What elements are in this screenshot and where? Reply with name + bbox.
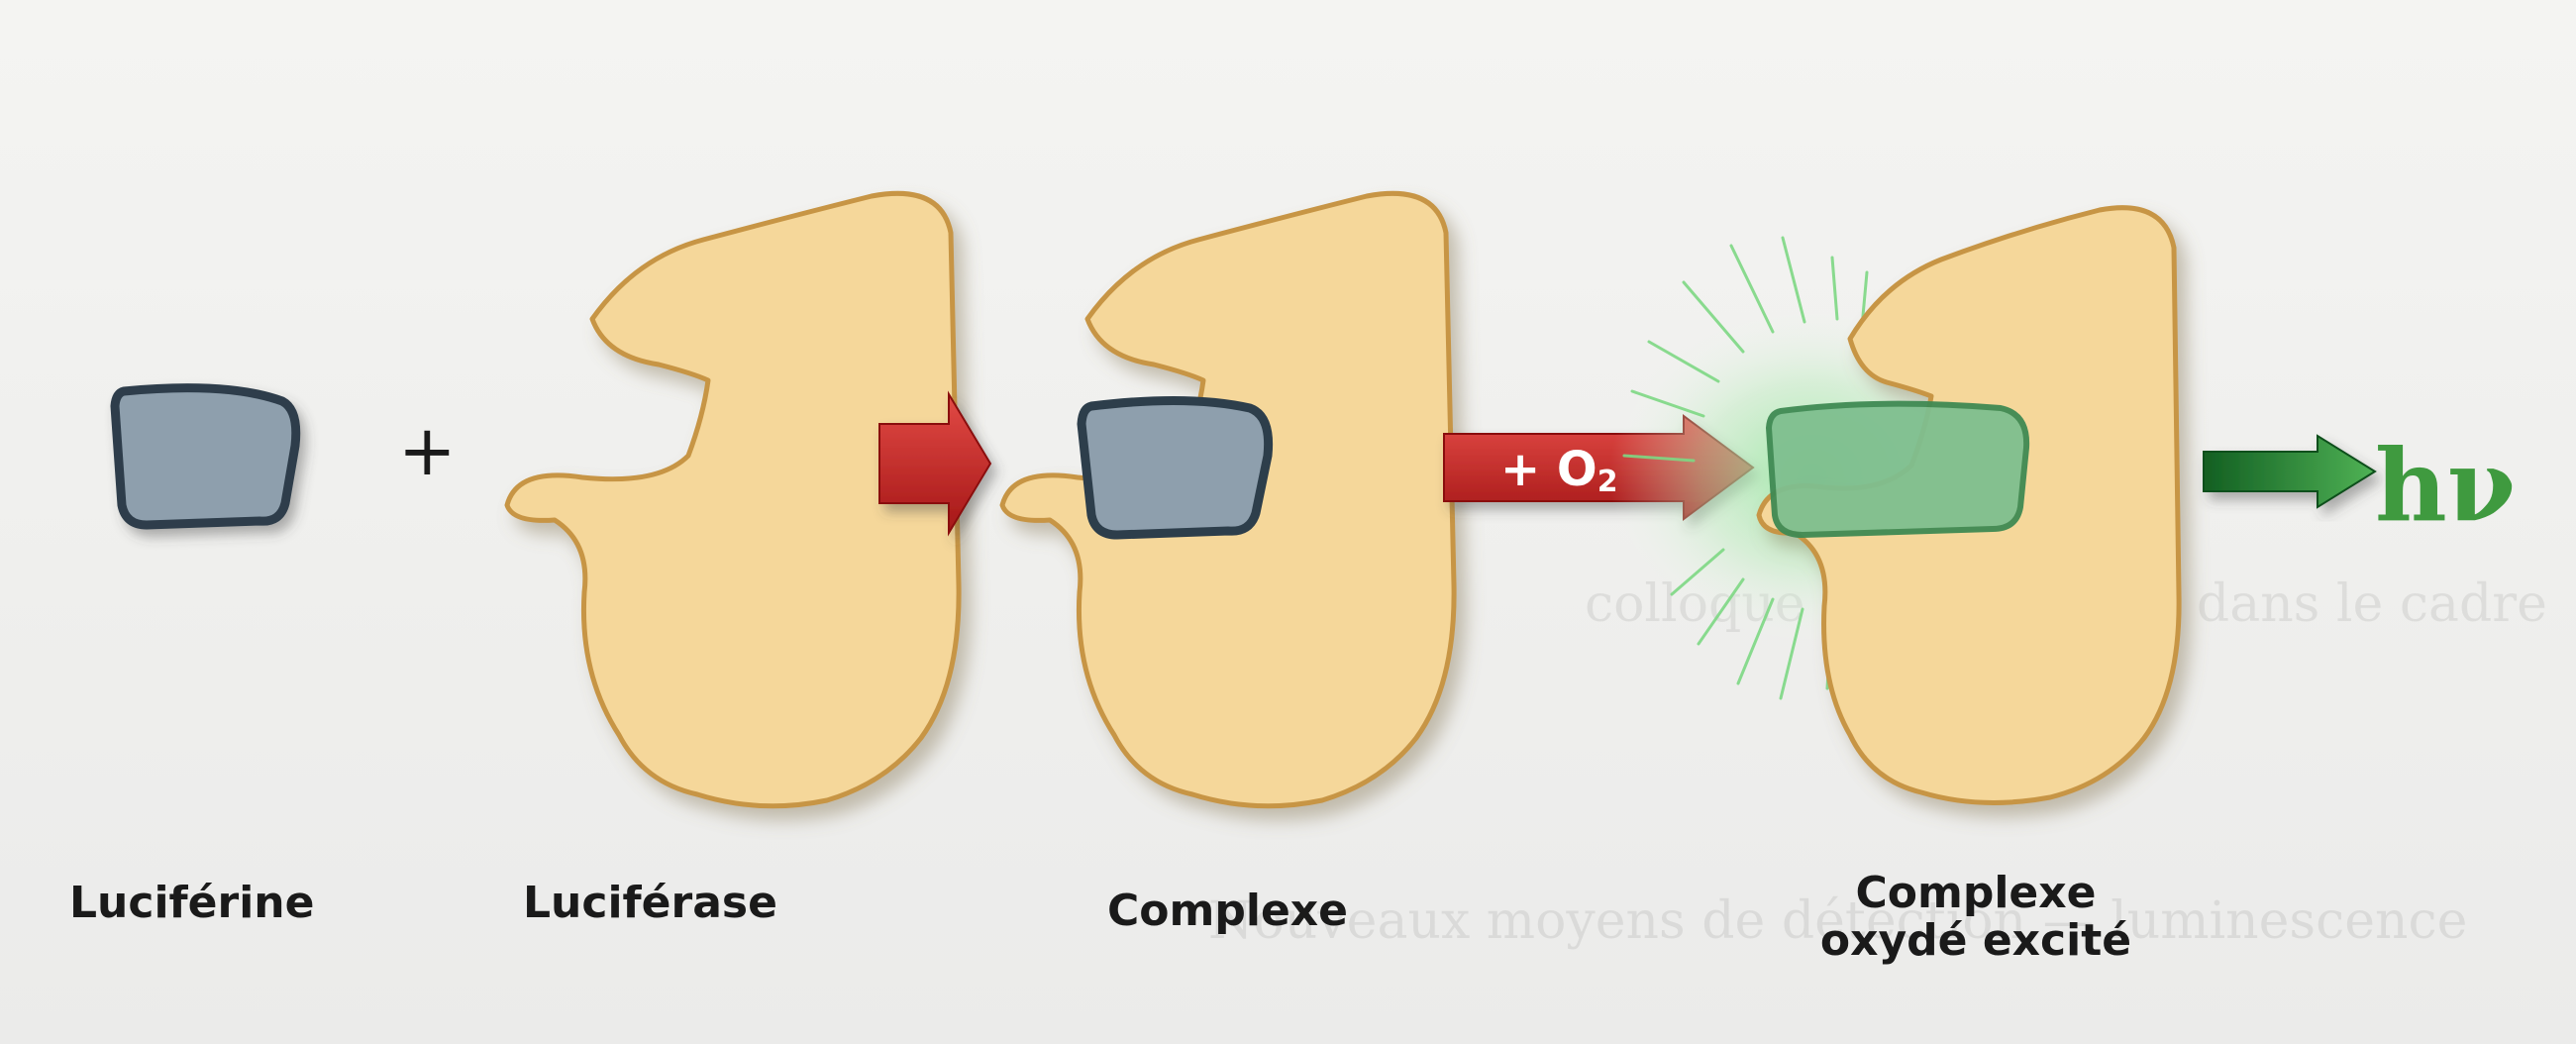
oxygen-subscript: 2	[1597, 465, 1618, 499]
green-arrow	[2204, 436, 2375, 507]
label-complexe-oxyde: Complexe oxydé excité	[1820, 870, 2131, 966]
label-luciferase: Luciférase	[523, 880, 777, 927]
excited-substrate	[1769, 404, 2026, 535]
label-complexe-oxyde-line1: Complexe	[1820, 870, 2131, 917]
label-complexe: Complexe	[1107, 887, 1348, 935]
luciferine-molecule	[115, 388, 296, 525]
oxygen-prefix: + O	[1500, 442, 1597, 497]
label-complexe-oxyde-line2: oxydé excité	[1820, 917, 2131, 965]
oxygen-label: + O2	[1500, 446, 1618, 497]
label-luciferine: Luciférine	[69, 880, 314, 927]
plus-sign: +	[398, 416, 457, 485]
emission-label: hν	[2375, 436, 2516, 535]
complexe-substrate	[1082, 400, 1269, 535]
